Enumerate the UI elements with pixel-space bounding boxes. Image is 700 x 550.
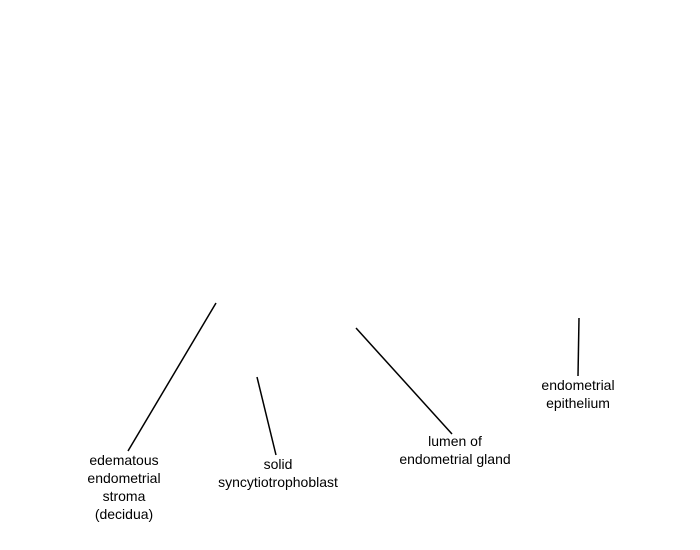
leader-line-epithelium bbox=[577, 317, 580, 377]
label-lumen-of-endometrial-gland: lumen of endometrial gland bbox=[389, 432, 521, 468]
leader-line-lumen bbox=[355, 327, 453, 435]
label-line: endometrial bbox=[87, 470, 161, 486]
label-line: stroma bbox=[102, 488, 146, 504]
leader-line-syncytiotrophoblast bbox=[256, 376, 277, 456]
label-line: syncytiotrophoblast bbox=[218, 474, 338, 490]
leader-line-stroma bbox=[127, 302, 217, 452]
label-line: solid bbox=[263, 456, 293, 472]
label-line: lumen of bbox=[428, 433, 482, 449]
label-line: edematous bbox=[89, 452, 159, 468]
label-line: endometrial bbox=[541, 377, 615, 393]
label-line: endometrial gland bbox=[399, 451, 511, 467]
label-line: epithelium bbox=[546, 395, 610, 411]
label-edematous-endometrial-stroma: edematous endometrial stroma (decidua) bbox=[74, 451, 174, 523]
label-endometrial-epithelium: endometrial epithelium bbox=[528, 376, 628, 412]
label-line: (decidua) bbox=[94, 506, 154, 522]
label-solid-syncytiotrophoblast: solid syncytiotrophoblast bbox=[206, 455, 350, 491]
